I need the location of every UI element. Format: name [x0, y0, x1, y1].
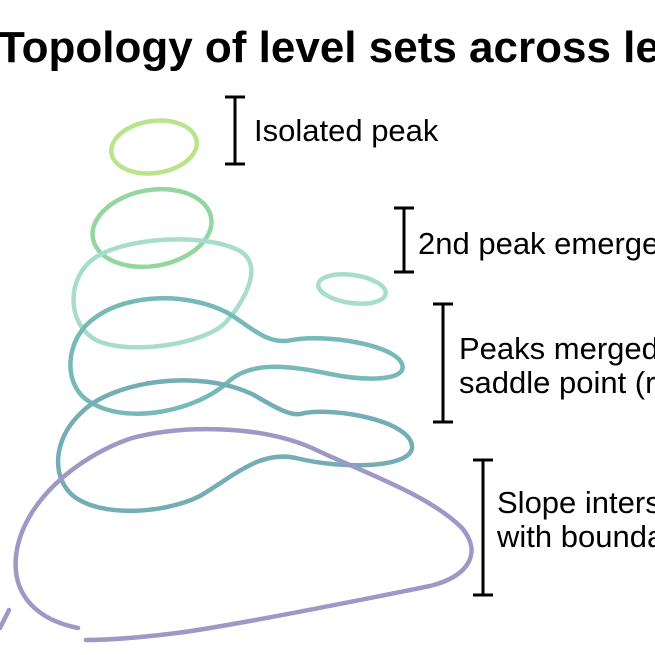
contour-level-6-boundary-stub [0, 607, 12, 631]
bracket-slope-boundary [473, 458, 493, 597]
bracket-isolated-peak [225, 95, 245, 166]
annotation-peaks-merged-line-2: saddle point (ri [459, 365, 655, 400]
contour-level-6-boundary [13, 426, 474, 643]
bracket-second-peak [394, 206, 414, 274]
contour-level-3-peak-b [316, 272, 388, 306]
bracket-peaks-merged [433, 302, 453, 424]
annotation-slope-boundary-line-2: with bounda [496, 519, 655, 554]
contour-level-2-peak-a [90, 186, 214, 270]
diagram-title: Topology of level sets across lev [0, 23, 655, 72]
contour-level-5 [55, 378, 415, 514]
contour-level-1-peak [109, 118, 199, 176]
annotation-second-peak: 2nd peak emerged [418, 226, 655, 261]
annotation-isolated-peak: Isolated peak [254, 113, 439, 148]
annotation-peaks-merged-line-1: Peaks merged a [459, 331, 655, 366]
annotation-slope-boundary-line-1: Slope interse [497, 485, 655, 520]
contour-level-4-merged [68, 296, 405, 416]
contour-level-3-main [71, 237, 254, 350]
